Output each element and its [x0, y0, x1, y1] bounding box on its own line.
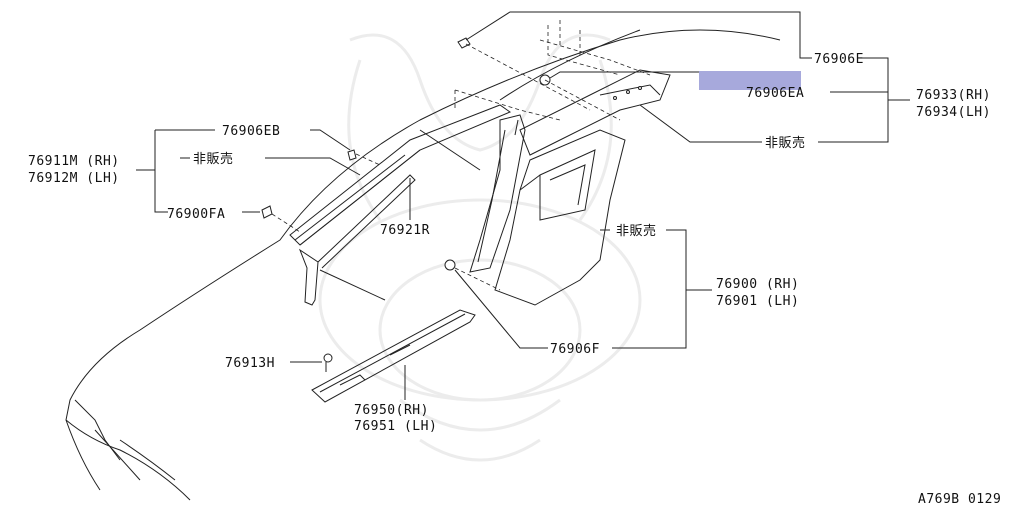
b-pillar-weatherstrip [469, 114, 526, 273]
quarter-panel-trim-76900 [494, 129, 626, 306]
label-not-for-sale-top: 非販売 [765, 135, 806, 151]
label-76906EB: 76906EB [222, 124, 280, 139]
clip-76906E-icon [457, 37, 471, 49]
label-76911M: 76911M (RH) [28, 154, 120, 169]
label-not-for-sale-left: 非販売 [193, 151, 234, 167]
clip-76913H-icon [323, 353, 333, 363]
label-76906E: 76906E [814, 52, 864, 67]
label-76906F: 76906F [550, 342, 600, 357]
label-76933: 76933(RH) [916, 88, 991, 103]
clip-76906EB-icon [347, 149, 357, 161]
diagram-reference-code: A769B 0129 [918, 492, 1001, 507]
label-76901: 76901 (LH) [716, 294, 799, 309]
label-76934: 76934(LH) [916, 105, 991, 120]
label-76912M: 76912M (LH) [28, 171, 120, 186]
rear-quarter-trim-76933 [519, 69, 671, 156]
projection-lines [271, 20, 651, 291]
watermark-emblem [318, 33, 642, 462]
label-76921R: 76921R [380, 223, 430, 238]
label-76900FA: 76900FA [167, 207, 225, 222]
highlight-76906EA [699, 71, 801, 90]
part-labels: 76906E 76906EA 76933(RH) 76934(LH) 非販売 7… [28, 52, 1001, 507]
label-not-for-sale-mid: 非販売 [616, 223, 657, 239]
label-76913H: 76913H [225, 356, 275, 371]
clip-76906F-icon [444, 259, 456, 271]
a-pillar-garnish [298, 174, 416, 306]
clip-76900FA-icon [261, 205, 273, 219]
car-body-outline [65, 29, 781, 501]
label-76950: 76950(RH) [354, 403, 429, 418]
kicking-plate-76950 [311, 309, 476, 403]
leader-lines [136, 11, 910, 400]
label-76900: 76900 (RH) [716, 277, 799, 292]
label-76906EA: 76906EA [746, 86, 804, 101]
label-76951: 76951 (LH) [354, 419, 437, 434]
roof-rail-76921R [289, 104, 512, 246]
fastener-clips [261, 37, 551, 372]
